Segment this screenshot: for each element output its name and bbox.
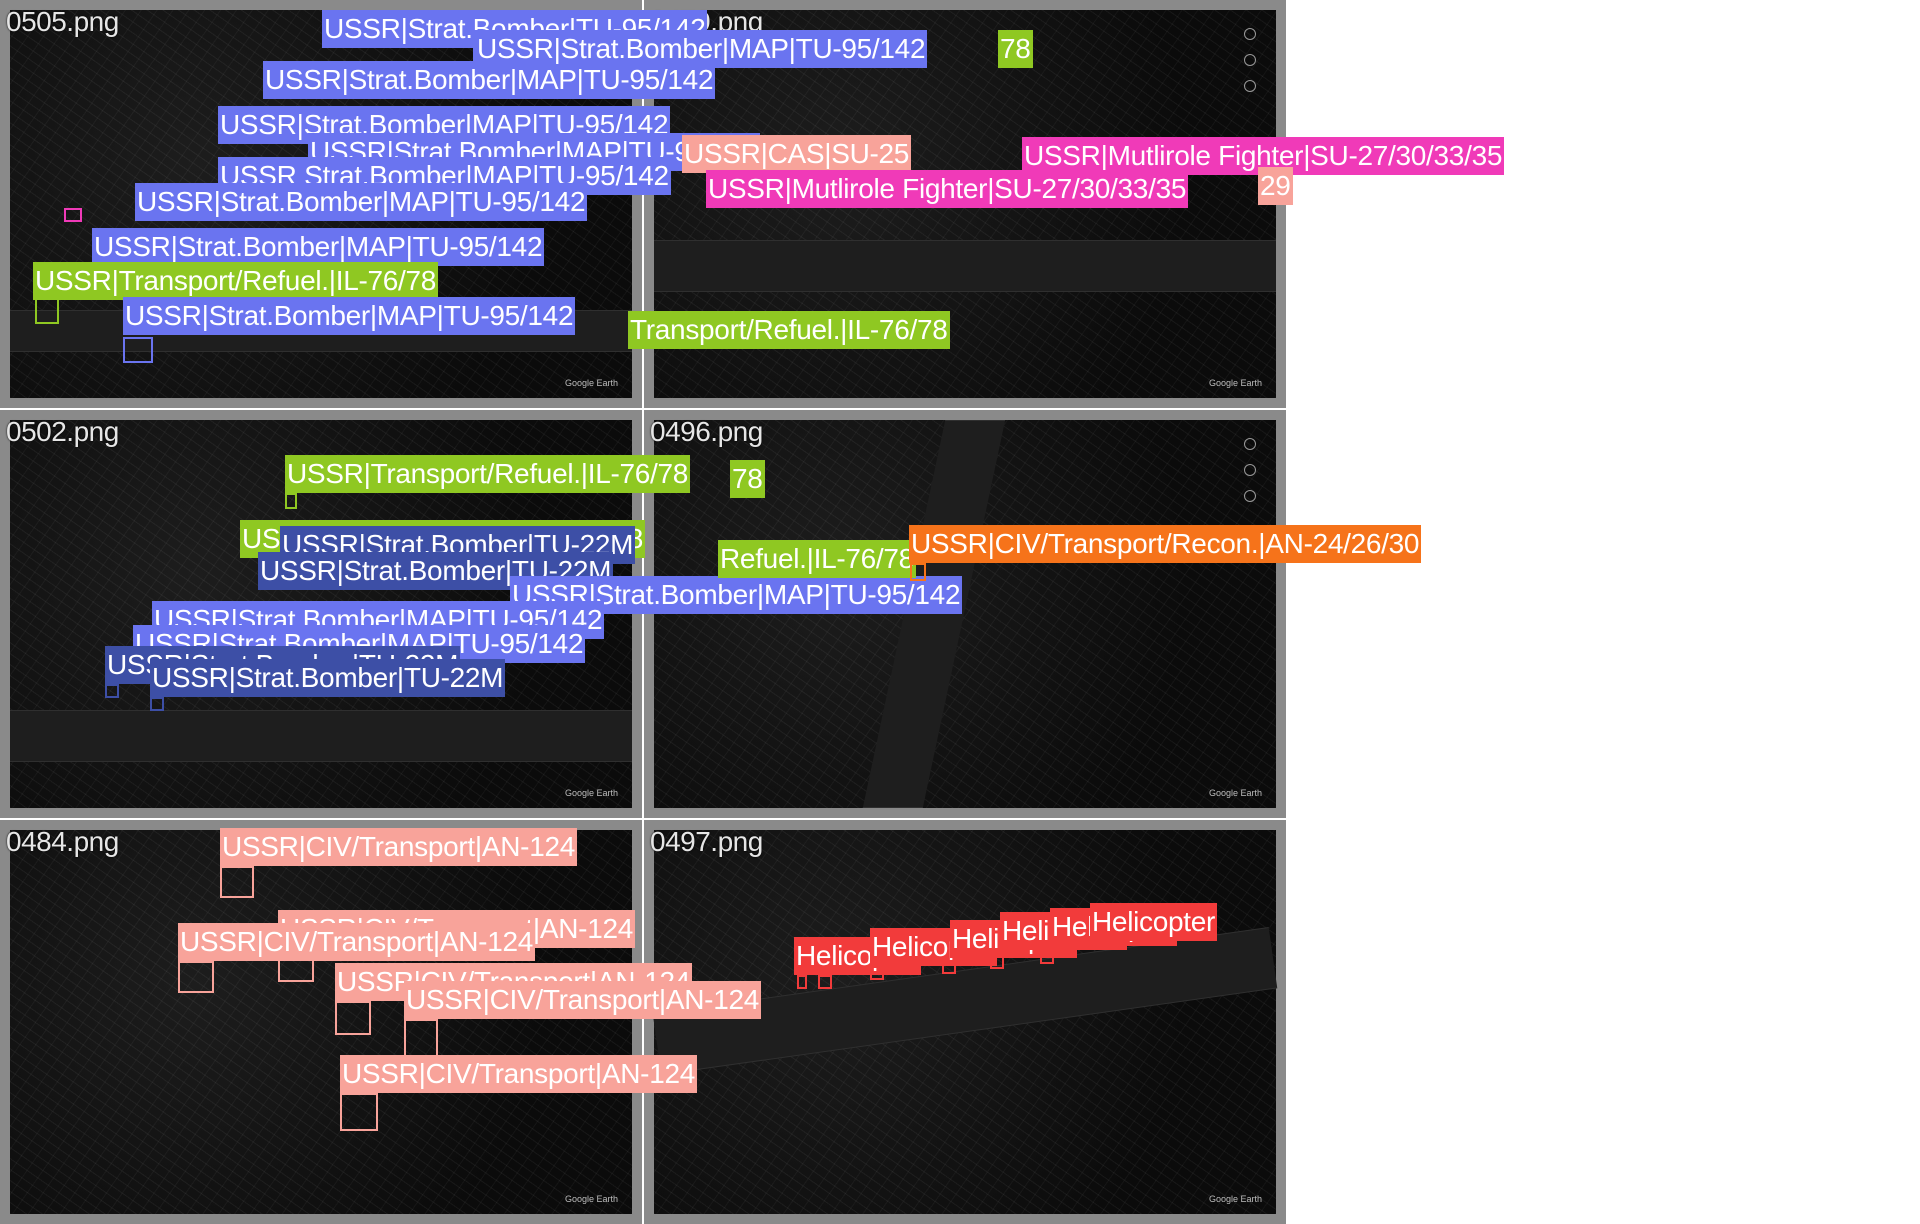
tile-0497: Google Earth 0497.png: [644, 820, 1286, 1224]
detection-box: [123, 337, 153, 363]
detection-box: [818, 975, 832, 989]
tile-filename: 0484.png: [6, 826, 119, 857]
detection-box: [220, 866, 254, 898]
detection-label: USSR|Strat.Bomber|MAP|TU-95/142: [92, 228, 545, 266]
detection-label: Refuel.|IL-76/78: [718, 540, 916, 578]
detection-label: 78: [730, 460, 765, 498]
detection-label: 78: [998, 30, 1033, 68]
detection-label: USSR|Transport/Refuel.|IL-76/78: [33, 262, 439, 300]
detection-box: [1040, 950, 1054, 964]
detection-label: USSR|Strat.Bomber|TU-22M: [150, 659, 506, 697]
watermark: Google Earth: [1208, 1194, 1262, 1204]
detection-label: USSR|CIV/Transport|AN-124: [340, 1055, 698, 1093]
detection-label: USSR|Strat.Bomber|MAP|TU-95/142: [123, 297, 576, 335]
detection-box: [35, 298, 59, 324]
detection-box: [285, 493, 297, 509]
detection-box: [150, 697, 164, 711]
tile-0484: Google Earth 0484.png: [0, 820, 642, 1224]
detection-box: [910, 563, 926, 581]
map-controls-icon: [1244, 438, 1258, 516]
tile-filename: 0502.png: [6, 416, 119, 447]
watermark: Google Earth: [1208, 378, 1262, 388]
satellite-image: Google Earth: [652, 830, 1278, 1214]
detection-label: Transport/Refuel.|IL-76/78: [628, 311, 950, 349]
detection-label: 29: [1258, 167, 1293, 205]
tile-filename: 0505.png: [6, 6, 119, 37]
watermark: Google Earth: [564, 788, 618, 798]
map-controls-icon: [1244, 28, 1258, 106]
detection-label: USSR|CIV/Transport/Recon.|AN-24/26/30: [909, 525, 1422, 563]
watermark: Google Earth: [564, 1194, 618, 1204]
detection-label: USSR|CAS|SU-25: [682, 135, 912, 173]
detection-box: [404, 1019, 438, 1057]
detection-box: [178, 961, 214, 993]
tile-filename: 0496.png: [650, 416, 763, 447]
detection-label: USSR|Transport/Refuel.|IL-76/78: [285, 455, 691, 493]
detection-box: [870, 966, 884, 980]
detection-box: [105, 684, 119, 698]
detection-label: USSR|Mutlirole Fighter|SU-27/30/33/35: [1022, 137, 1505, 175]
watermark: Google Earth: [1208, 788, 1262, 798]
detection-label: Helicopter: [1090, 903, 1218, 941]
detection-label: USSR|Strat.Bomber|MAP|TU-95/142: [135, 183, 588, 221]
detection-box: [942, 960, 956, 974]
watermark: Google Earth: [564, 378, 618, 388]
detection-label: USSR|CIV/Transport|AN-124: [404, 981, 762, 1019]
detection-box: [340, 1093, 378, 1131]
satellite-image: Google Earth: [10, 830, 632, 1214]
detection-box: [990, 955, 1004, 969]
detection-box: [64, 208, 82, 222]
detection-box: [797, 975, 807, 989]
detection-label: USSR|Mutlirole Fighter|SU-27/30/33/35: [706, 170, 1189, 208]
detection-label: USSR|Strat.Bomber|MAP|TU-95/142: [475, 30, 928, 68]
tile-filename: 0497.png: [650, 826, 763, 857]
detection-label: USSR|CIV/Transport|AN-124: [220, 828, 578, 866]
detection-label: USSR|CIV/Transport|AN-124: [178, 923, 536, 961]
detection-box: [335, 1001, 371, 1035]
